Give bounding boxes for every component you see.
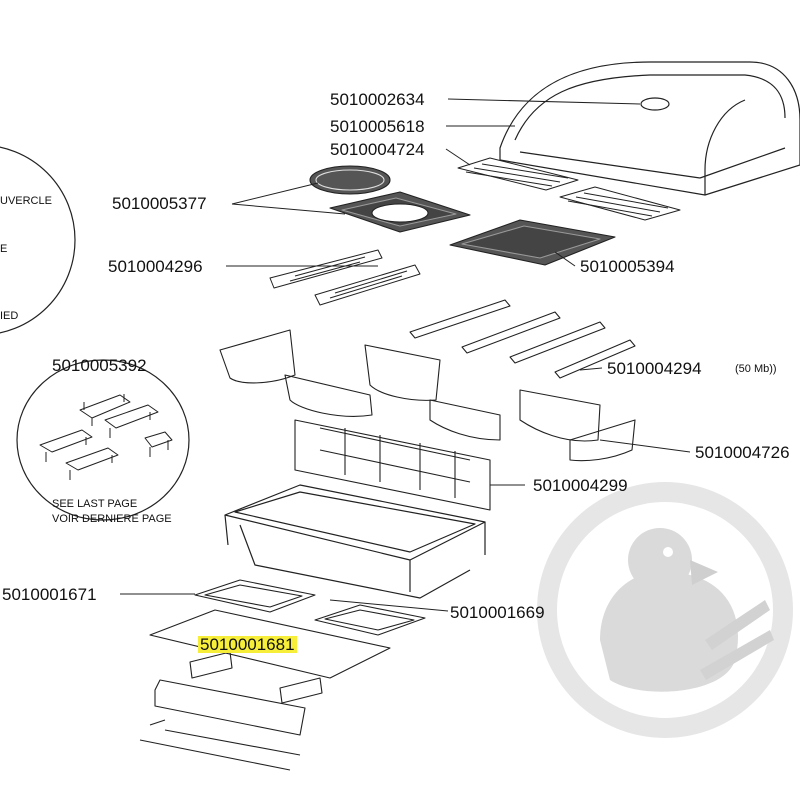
heat-shields bbox=[219, 329, 636, 462]
callout-circle-brackets bbox=[16, 359, 190, 521]
part-5010004726: 5010004726 bbox=[695, 443, 790, 462]
part-5010004299: 5010004299 bbox=[533, 476, 628, 495]
warming-racks bbox=[457, 157, 681, 221]
cropped-text-1: UVERCLE bbox=[0, 195, 52, 207]
part-5010001671: 5010001671 bbox=[2, 585, 97, 604]
flame-tamers bbox=[269, 249, 421, 306]
part-5010001681-highlighted: 5010001681 bbox=[198, 635, 297, 654]
control-panel bbox=[139, 679, 306, 771]
part-5010005392: 5010005392 bbox=[52, 356, 147, 375]
burners bbox=[409, 299, 636, 379]
grill-frame bbox=[224, 484, 486, 599]
part-5010004724: 5010004724 bbox=[330, 140, 425, 159]
part-5010004294: 5010004294 bbox=[607, 359, 702, 378]
part-5010004294-note: (50 Mb)) bbox=[735, 363, 777, 375]
drip-trays bbox=[149, 579, 426, 704]
part-5010005377: 5010005377 bbox=[112, 194, 207, 213]
leader-lines bbox=[120, 98, 691, 612]
note-see-last-page: SEE LAST PAGE bbox=[52, 498, 138, 510]
cropped-text-2: E bbox=[0, 243, 8, 255]
part-5010005618: 5010005618 bbox=[330, 117, 425, 136]
part-5010002634: 5010002634 bbox=[330, 90, 425, 109]
part-5010005394: 5010005394 bbox=[580, 257, 675, 276]
thermometer-icon bbox=[640, 97, 670, 111]
cooking-grates bbox=[309, 165, 616, 266]
watermark-logo bbox=[537, 482, 793, 738]
part-5010001669: 5010001669 bbox=[450, 603, 545, 622]
note-voir-derniere-page: VOIR DERNIERE PAGE bbox=[52, 513, 172, 525]
cropped-text-3: IED bbox=[0, 310, 19, 322]
bracket-parts bbox=[39, 394, 173, 480]
part-5010004296: 5010004296 bbox=[108, 257, 203, 276]
callout-circle-left bbox=[0, 146, 76, 334]
rear-panel bbox=[294, 419, 491, 511]
grill-lid bbox=[499, 61, 800, 196]
